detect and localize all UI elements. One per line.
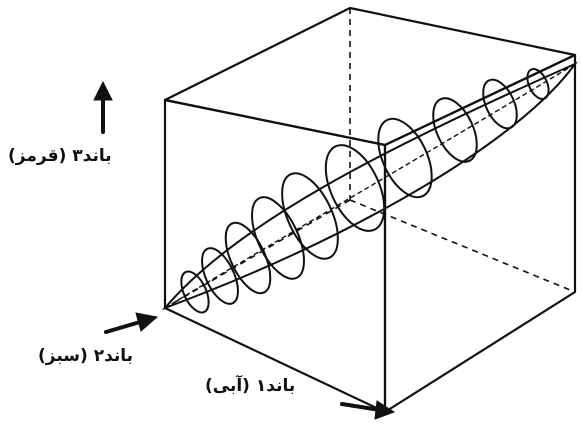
band1-blue-label: باند۱ (آبی): [205, 376, 296, 396]
cube-hidden-edge-right: [349, 199, 576, 293]
cross-section-ellipse: [281, 172, 339, 260]
data-ellipsoid: [161, 61, 578, 314]
cross-section-ellipse: [201, 247, 239, 305]
cube-right-face: [383, 53, 577, 414]
cross-section-ellipse: [482, 78, 518, 130]
band2-right-arrow: [104, 312, 159, 334]
cross-section-ellipse: [251, 196, 305, 280]
band2-green-label: باند۲ (سبز): [38, 346, 134, 366]
band1-right-arrow: [340, 400, 396, 420]
cross-section-ellipse: [224, 221, 272, 295]
cross-section-ellipse: [324, 144, 386, 232]
cross-section-ellipse: [432, 97, 478, 163]
cross-section-ellipse: [526, 68, 550, 100]
ellipsoid-axis: [164, 63, 576, 309]
band3-red-label: باند۳ (قرمز): [8, 146, 112, 166]
band3-up-arrow: [93, 80, 113, 134]
cube-front-face: [163, 98, 387, 414]
cross-section-ellipse: [377, 117, 433, 199]
cross-section-ellipse: [180, 270, 210, 314]
